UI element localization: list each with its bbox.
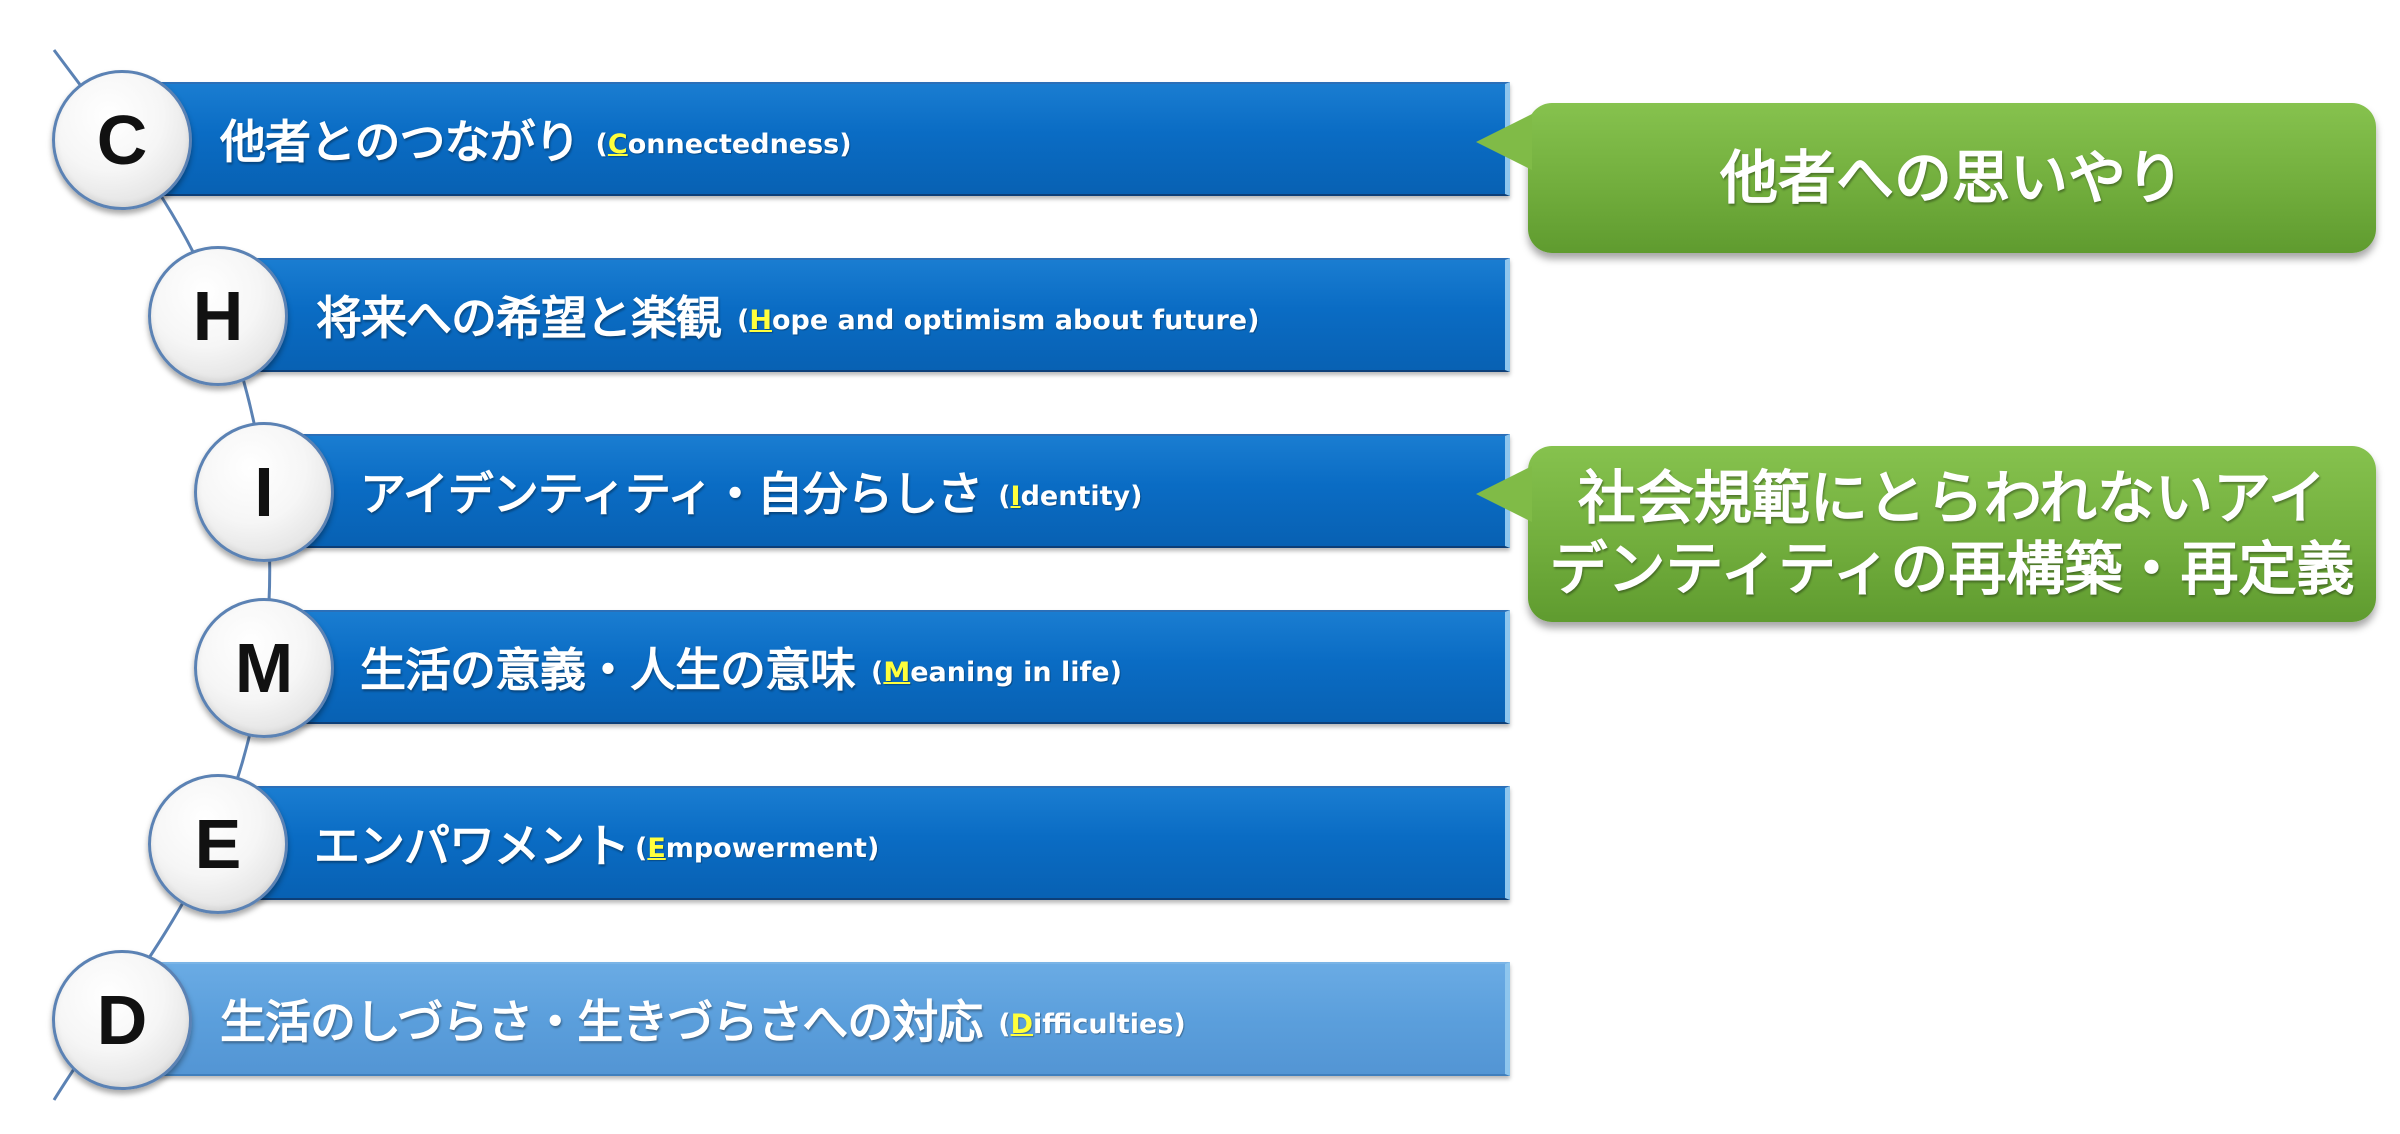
bar-empowerment: エンパワメント (Empowerment) xyxy=(216,786,1510,900)
bar-title: 生活のしづらさ・生きづらさへの対応 xyxy=(220,995,983,1049)
callout-text: 他者への思いやり xyxy=(1719,143,2184,212)
bar-difficulties: 生活のしづらさ・生きづらさへの対応 (Difficulties) xyxy=(120,962,1510,1076)
bar-english-term: (Hope and optimism about future) xyxy=(737,304,1260,336)
letter-badge-c: C xyxy=(52,70,192,210)
initial-letter: D xyxy=(1010,1008,1034,1040)
callout-identity-redefinition: 社会規範にとらわれないアイ デンティティの再構築・再定義 xyxy=(1528,446,2376,622)
badge-letter: E xyxy=(194,805,242,883)
initial-letter: M xyxy=(883,656,911,688)
badge-letter: D xyxy=(96,981,148,1059)
bar-meaning: 生活の意義・人生の意味 (Meaning in life) xyxy=(262,610,1510,724)
bar-title: 将来への希望と楽観 xyxy=(316,291,722,345)
callout-text: 社会規範にとらわれないアイ デンティティの再構築・再定義 xyxy=(1549,464,2355,603)
bar-hope: 将来への希望と楽観 (Hope and optimism about futur… xyxy=(216,258,1510,372)
bar-title: アイデンティティ・自分らしさ xyxy=(360,467,983,521)
letter-badge-d: D xyxy=(52,950,192,1090)
bar-title: 生活の意義・人生の意味 xyxy=(360,643,856,697)
bar-english-term: (Meaning in life) xyxy=(871,656,1122,688)
initial-letter: H xyxy=(749,304,772,336)
bar-title: 他者とのつながり xyxy=(220,115,581,169)
bar-english-term: (Difficulties) xyxy=(998,1008,1186,1040)
bar-identity: アイデンティティ・自分らしさ (Identity) xyxy=(262,434,1510,548)
letter-badge-e: E xyxy=(148,774,288,914)
initial-letter: E xyxy=(647,832,666,864)
callout-compassion: 他者への思いやり xyxy=(1528,103,2376,253)
callout-pointer xyxy=(1476,114,1532,170)
letter-badge-m: M xyxy=(194,598,334,738)
callout-pointer xyxy=(1476,466,1532,522)
bar-english-term: (Identity) xyxy=(998,480,1143,512)
letter-badge-h: H xyxy=(148,246,288,386)
badge-letter: H xyxy=(192,277,244,355)
bar-english-term: (Empowerment) xyxy=(635,832,880,864)
badge-letter: I xyxy=(254,453,274,531)
initial-letter: C xyxy=(607,128,628,160)
badge-letter: C xyxy=(96,101,148,179)
letter-badge-i: I xyxy=(194,422,334,562)
bar-english-term: (Connectedness) xyxy=(595,128,852,160)
bar-connectedness: 他者とのつながり (Connectedness) xyxy=(120,82,1510,196)
bar-title: エンパワメント xyxy=(314,819,630,873)
initial-letter: I xyxy=(1010,480,1021,512)
badge-letter: M xyxy=(234,629,294,707)
